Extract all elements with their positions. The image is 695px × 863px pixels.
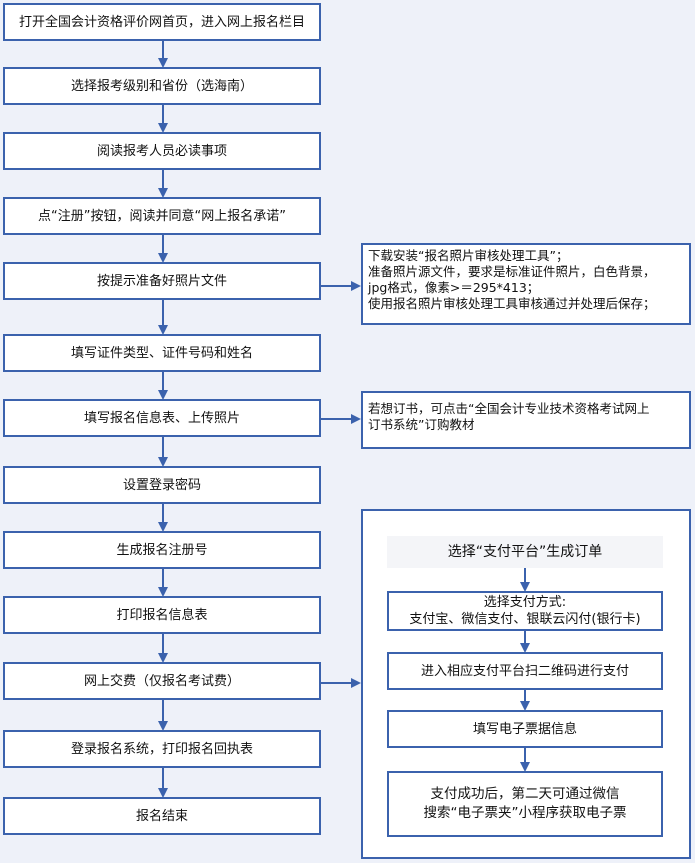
- book-order-note: 若想订书，可点击“全国会计专业技术资格考试网上 订书系统”订购教材: [361, 391, 691, 449]
- step-8-label: 设置登录密码: [122, 477, 201, 493]
- step-13-label: 报名结束: [135, 808, 188, 824]
- payment-step-1-line-1: 选择支付方式:: [483, 595, 567, 610]
- payment-step-4-line-1: 支付成功后，第二天可通过微信: [430, 786, 620, 802]
- step-12-label: 登录报名系统，打印报名回执表: [70, 741, 253, 757]
- payment-step-2-label: 进入相应支付平台扫二维码进行支付: [420, 663, 629, 679]
- step-4-box: 点“注册”按钮，阅读并同意“网上报名承诺”: [3, 197, 321, 235]
- book-note-line-1: 若想订书，可点击“全国会计专业技术资格考试网上: [368, 401, 650, 416]
- step-1-box: 打开全国会计资格评价网首页，进入网上报名栏目: [3, 3, 321, 41]
- step-3-box: 阅读报考人员必读事项: [3, 132, 321, 170]
- step-12-box: 登录报名系统，打印报名回执表: [3, 730, 321, 768]
- step-6-box: 填写证件类型、证件号码和姓名: [3, 334, 321, 372]
- step-5-box: 按提示准备好照片文件: [3, 262, 321, 300]
- step-5-label: 按提示准备好照片文件: [96, 273, 227, 289]
- payment-title-box: 选择“支付平台”生成订单: [387, 536, 663, 568]
- payment-step-4-box: 支付成功后，第二天可通过微信 搜索“电子票夹”小程序获取电子票: [387, 771, 663, 837]
- photo-note-line-1: 下载安装“报名照片审核处理工具”；: [368, 248, 569, 263]
- payment-step-3-box: 填写电子票据信息: [387, 710, 663, 748]
- photo-note: 下载安装“报名照片审核处理工具”； 准备照片源文件，要求是标准证件照片，白色背景…: [361, 243, 691, 325]
- payment-step-1-line-2: 支付宝、微信支付、银联云闪付(银行卡): [409, 612, 641, 627]
- step-11-label: 网上交费（仅报名考试费）: [83, 673, 240, 689]
- step-4-label: 点“注册”按钮，阅读并同意“网上报名承诺”: [38, 208, 286, 224]
- step-2-label: 选择报考级别和省份（选海南）: [70, 78, 253, 94]
- step-10-box: 打印报名信息表: [3, 596, 321, 634]
- photo-note-line-4: 使用报名照片审核处理工具审核通过并处理后保存；: [368, 296, 656, 311]
- payment-step-4-line-2: 搜索“电子票夹”小程序获取电子票: [423, 805, 627, 821]
- step-3-label: 阅读报考人员必读事项: [96, 143, 227, 159]
- photo-note-line-2: 准备照片源文件，要求是标准证件照片，白色背景，: [368, 264, 656, 279]
- step-6-label: 填写证件类型、证件号码和姓名: [70, 345, 253, 361]
- step-11-box: 网上交费（仅报名考试费）: [3, 662, 321, 700]
- step-1-label: 打开全国会计资格评价网首页，进入网上报名栏目: [18, 14, 305, 30]
- step-2-box: 选择报考级别和省份（选海南）: [3, 67, 321, 105]
- book-note-line-2: 订书系统”订购教材: [368, 417, 475, 432]
- payment-step-1-box: 选择支付方式: 支付宝、微信支付、银联云闪付(银行卡): [387, 591, 663, 631]
- step-9-label: 生成报名注册号: [116, 542, 208, 558]
- payment-step-2-box: 进入相应支付平台扫二维码进行支付: [387, 652, 663, 690]
- step-8-box: 设置登录密码: [3, 466, 321, 504]
- payment-title: 选择“支付平台”生成订单: [447, 543, 603, 560]
- photo-note-line-3: jpg格式，像素>＝295*413；: [368, 280, 540, 295]
- step-13-box: 报名结束: [3, 797, 321, 835]
- step-7-label: 填写报名信息表、上传照片: [83, 410, 240, 426]
- step-7-box: 填写报名信息表、上传照片: [3, 399, 321, 437]
- step-9-box: 生成报名注册号: [3, 531, 321, 569]
- payment-step-3-label: 填写电子票据信息: [472, 721, 577, 737]
- step-10-label: 打印报名信息表: [116, 607, 208, 623]
